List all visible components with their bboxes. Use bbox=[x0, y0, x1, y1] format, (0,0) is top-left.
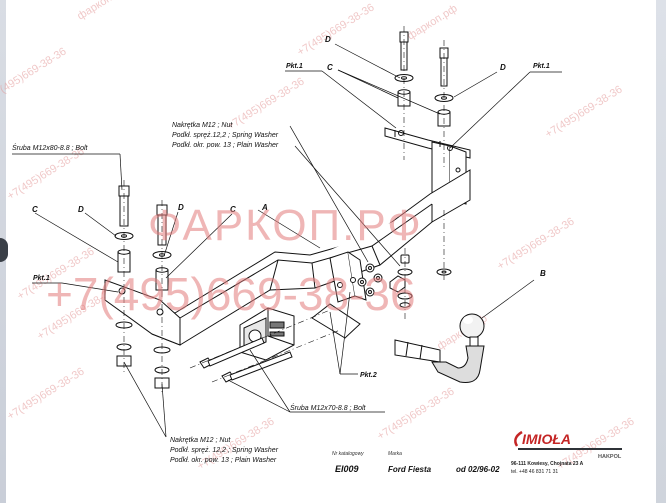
label-D: D bbox=[325, 35, 331, 44]
company-phone: tel. +48 46 831 71 31 bbox=[511, 469, 558, 475]
fastener-annotations: Śruba M12x80-8.8 ; Bolt Nakrętka M12 ; N… bbox=[12, 122, 367, 464]
label-D: D bbox=[78, 205, 84, 214]
watermark-line2: +7(495)669-38-36 bbox=[46, 268, 416, 320]
watermark-small: +7(495)669-38-36 bbox=[375, 386, 456, 443]
car-model: Ford Fiesta bbox=[388, 465, 432, 474]
watermark-small: +7(495)669-38-36 bbox=[225, 76, 306, 133]
production-date: od 02/96-02 bbox=[456, 465, 500, 474]
watermark-small: фаркоп.рф bbox=[405, 2, 459, 42]
watermark-line1: ФАРКОП.РФ bbox=[148, 201, 423, 250]
leader-lines bbox=[12, 43, 562, 438]
annotation-bolt-m12x70: Śruba M12x70-8.8 ; Bolt bbox=[290, 403, 367, 412]
drawing-number-label: Nr katalogowy bbox=[332, 451, 364, 457]
annotation-spring-washer-bottom: Podkł. spręż. 12,2 ; Spring Washer bbox=[170, 447, 279, 454]
flange-nut-cluster bbox=[357, 248, 413, 320]
ball-mount-flange bbox=[311, 251, 367, 339]
annotation-bolt-m12x80: Śruba M12x80-8.8 ; Bolt bbox=[12, 143, 89, 152]
label-C: C bbox=[230, 205, 236, 214]
label-C: C bbox=[32, 205, 38, 214]
watermark-small: +7(495)669-38-36 bbox=[0, 46, 69, 103]
title-block: Nr katalogowy EI009 Marka Ford Fiesta od… bbox=[332, 451, 500, 474]
main-crossbar-A bbox=[104, 169, 471, 346]
watermark-small: +7(495)669-38-36 bbox=[543, 84, 624, 141]
label-pkt1: Pkt.1 bbox=[533, 63, 550, 70]
brand-label: Marka bbox=[388, 451, 402, 457]
right-bolt-stack bbox=[394, 26, 454, 170]
label-pkt2: Pkt.2 bbox=[360, 372, 377, 379]
annotation-plain-washer-bottom: Podkł. okr. pow. 13 ; Plain Washer bbox=[170, 457, 277, 464]
watermark-small: +7(495)669-38-36 bbox=[5, 366, 86, 423]
company-name: IMIOŁA bbox=[522, 431, 571, 447]
company-sub: HAKPOL bbox=[598, 454, 622, 460]
watermark-small: фаркоп.рф bbox=[75, 0, 129, 23]
company-logo: IMIOŁA HAKPOL 96-111 Kowiesy, Chojnata 2… bbox=[511, 430, 622, 475]
right-window-edge bbox=[656, 0, 666, 503]
right-lower-washers bbox=[436, 210, 452, 280]
label-pkt1: Pkt.1 bbox=[286, 63, 303, 70]
label-D: D bbox=[500, 63, 506, 72]
tow-ball-B bbox=[394, 313, 485, 383]
scroll-handle[interactable] bbox=[0, 238, 8, 262]
left-bolt-stack-inner bbox=[152, 200, 172, 395]
bolt-hole bbox=[398, 130, 404, 136]
watermark-small: +7(495)669-38-36 bbox=[495, 216, 576, 273]
label-B: B bbox=[540, 269, 546, 278]
label-pkt1: Pkt.1 bbox=[33, 275, 50, 282]
part-labels: D C D Pkt.1 Pkt.1 A B C D D C Pkt.1 Pkt.… bbox=[32, 35, 550, 379]
label-C: C bbox=[327, 63, 333, 72]
annotation-nut-bottom: Nakrętka M12 ; Nut bbox=[170, 437, 231, 444]
watermark-small: +7(495)669-38-36 bbox=[295, 2, 376, 59]
label-D: D bbox=[178, 203, 184, 212]
annotation-nut-top: Nakrętka M12 ; Nut bbox=[172, 122, 233, 129]
drawing-number: EI009 bbox=[335, 464, 359, 474]
annotation-plain-washer-top: Podkł. okr. pow. 13 ; Plain Washer bbox=[172, 142, 279, 149]
annotation-spring-washer-top: Podkł. spręż.12,2 ; Spring Washer bbox=[172, 132, 279, 139]
watermark-large: ФАРКОП.РФ +7(495)669-38-36 bbox=[46, 201, 423, 320]
company-address: 96-111 Kowiesy, Chojnata 23 A bbox=[511, 461, 584, 467]
long-bolts-m12x70 bbox=[189, 309, 341, 383]
label-A: A bbox=[261, 203, 268, 212]
